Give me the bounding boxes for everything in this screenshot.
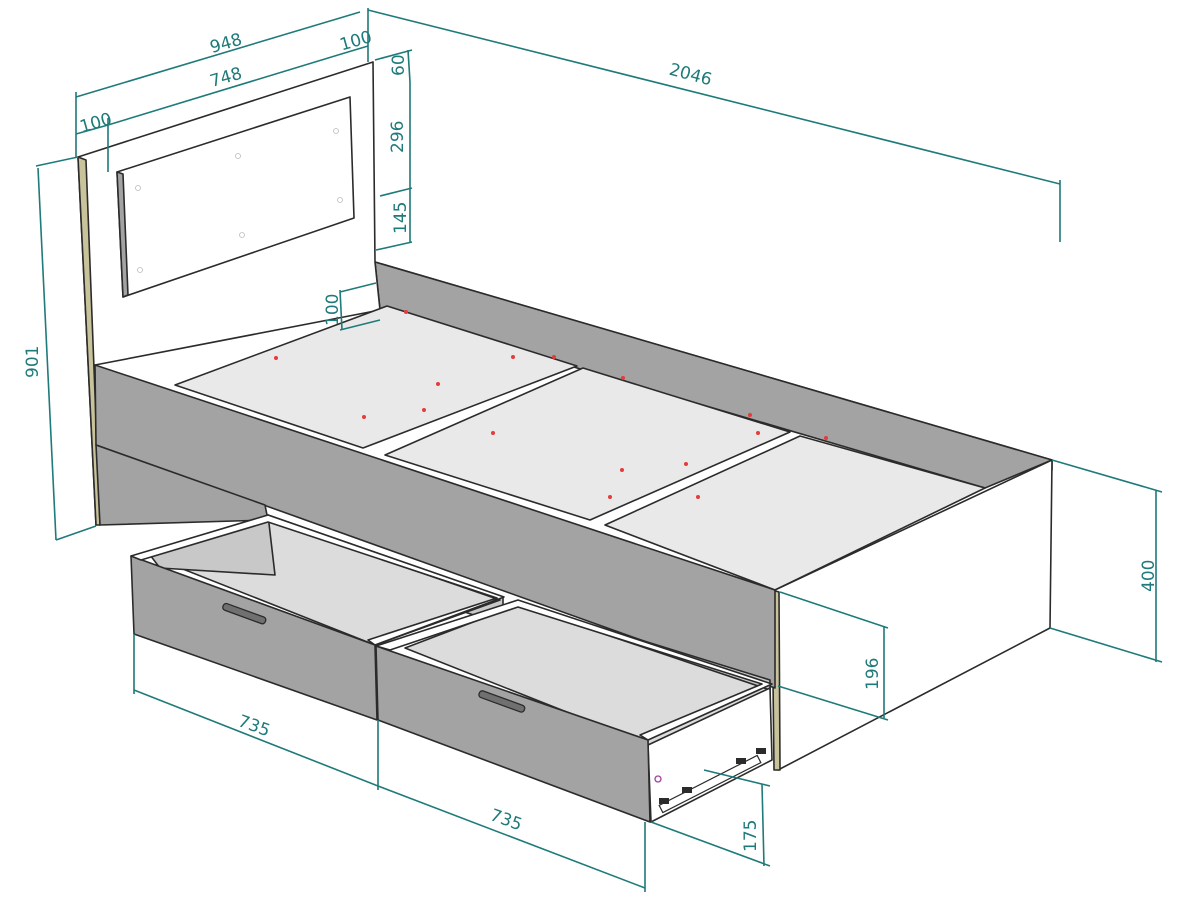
dim-headboard-side-left: 100 <box>78 109 115 137</box>
marker-dot <box>436 382 440 386</box>
right-drawer-front <box>375 645 651 823</box>
marker-dot <box>422 408 426 412</box>
dim-headboard-height: 901 <box>23 346 43 378</box>
marker-dot <box>552 355 556 359</box>
marker-dot <box>696 495 700 499</box>
marker-dot <box>621 376 625 380</box>
panel-button <box>137 267 143 273</box>
marker-dot <box>608 495 612 499</box>
dim-drawer-width-left: 735 <box>235 711 272 741</box>
drawer-runner <box>658 754 762 814</box>
dim-bed-height: 400 <box>1139 560 1159 592</box>
drawer-cam <box>654 775 662 783</box>
dim-headboard-gap: 145 <box>391 202 411 234</box>
left-drawer-handle <box>222 602 267 625</box>
panel-button <box>235 153 241 159</box>
headboard-panel-side <box>116 171 129 298</box>
right-drawer-top-edge <box>375 599 773 741</box>
runner-clip <box>736 758 746 764</box>
marker-dot <box>362 415 366 419</box>
panel-button <box>239 232 245 238</box>
front-rail <box>94 364 776 689</box>
slat-panel-1 <box>174 305 578 449</box>
runner-clip <box>682 787 692 793</box>
runner-clip <box>659 798 669 804</box>
marker-dot <box>620 468 624 472</box>
marker-dot <box>274 356 278 360</box>
dim-headboard-side-right: 100 <box>338 27 375 55</box>
dimension-lines <box>35 8 1163 892</box>
left-drawer-top-edge <box>130 514 505 646</box>
dim-drawer-width-right: 735 <box>487 805 524 835</box>
dim-headboard-inner-width: 748 <box>208 64 245 92</box>
panel-button <box>337 197 343 203</box>
marker-dot <box>684 462 688 466</box>
marker-dot <box>748 413 752 417</box>
dim-headboard-panel-height: 296 <box>388 121 408 153</box>
left-drawer-front <box>130 555 378 721</box>
marker-dot <box>756 431 760 435</box>
panel-button <box>135 185 141 191</box>
dim-headboard-top-offset: 60 <box>389 54 409 76</box>
runner-clip <box>756 748 766 754</box>
marker-dot <box>404 310 408 314</box>
dim-drawer-clearance: 196 <box>863 658 883 690</box>
marker-dot <box>491 431 495 435</box>
dim-overall-length: 2046 <box>667 60 714 91</box>
slat-panel-3 <box>604 435 986 591</box>
dim-overall-width: 948 <box>208 30 245 58</box>
marker-dot <box>824 436 828 440</box>
panel-button <box>333 128 339 134</box>
slat-panel-2 <box>384 367 791 521</box>
dim-drawer-height: 175 <box>741 820 761 852</box>
marker-dot <box>511 355 515 359</box>
right-drawer-handle <box>478 690 526 713</box>
dim-rail-offset: 100 <box>323 294 343 326</box>
